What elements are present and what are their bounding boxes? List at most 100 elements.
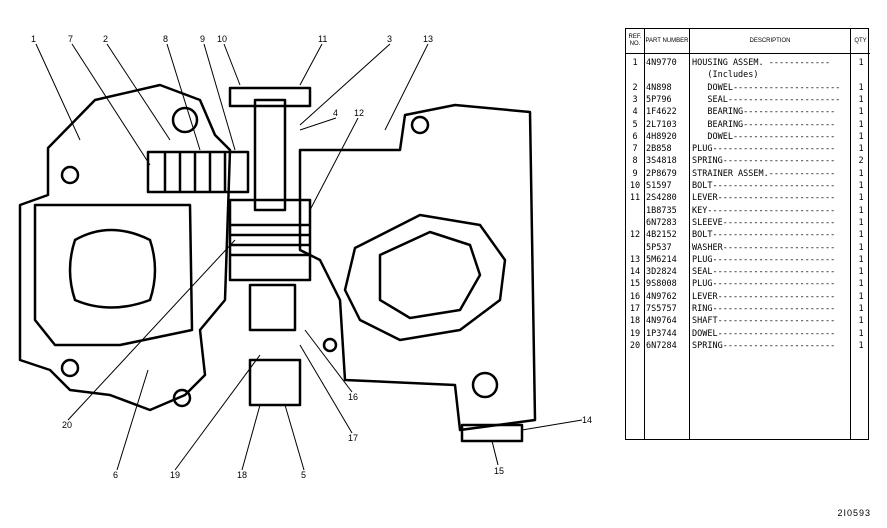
spring-coils — [230, 223, 310, 257]
ref-cell: 1 — [632, 58, 638, 68]
description-cell: BOLT------------------------ — [692, 181, 836, 191]
part-number-cell: 4N9770 — [646, 58, 677, 68]
callout-8: 8 — [163, 34, 168, 44]
part-number-cell: 5P796 — [646, 94, 672, 105]
housing-outline — [18, 83, 232, 412]
qty-cell: 1 — [858, 94, 864, 105]
table-row: 20 6N7284 SPRING---------------------- 1 — [626, 340, 870, 352]
ref-cell: 8 — [632, 156, 638, 167]
callout-10: 10 — [217, 34, 227, 44]
strainer — [146, 150, 250, 194]
callout-18: 18 — [237, 470, 247, 480]
qty-cell: 1 — [858, 328, 864, 339]
ref-cell: 14 — [629, 267, 641, 278]
description-cell: BEARING------------------ — [692, 119, 836, 130]
right-gasket — [343, 213, 507, 342]
callout-13: 13 — [423, 34, 433, 44]
ref-cell: 17 — [629, 304, 641, 314]
callout-12: 12 — [354, 108, 364, 118]
description-cell: DOWEL----------------------- — [692, 328, 836, 339]
header-qty: QTY — [851, 29, 870, 54]
description-cell: DOWEL--------------------- — [692, 82, 841, 93]
bottom-bearing — [248, 358, 302, 407]
description-cell: RING------------------------ — [692, 304, 836, 314]
boss-left-bottom — [60, 358, 80, 378]
table-row: (Includes) — [626, 69, 870, 81]
qty-cell: 1 — [858, 254, 864, 265]
header-part-number: PART NUMBER — [645, 29, 689, 54]
gasket-outline — [33, 203, 194, 347]
callout-20: 20 — [62, 420, 72, 430]
description-cell: LEVER----------------------- — [692, 193, 836, 204]
table-row: 3 5P796 SEAL---------------------- 1 — [626, 94, 870, 106]
ref-cell: 10 — [629, 181, 641, 191]
ref-cell: 12 — [629, 230, 641, 241]
qty-cell: 1 — [858, 230, 864, 241]
boss-top — [171, 106, 199, 134]
ref-cell: 16 — [629, 291, 641, 302]
part-number-cell: 4B2152 — [646, 230, 677, 241]
ref-cell: 3 — [632, 94, 638, 105]
callout-15: 15 — [494, 466, 504, 476]
part-number-cell: 3D2824 — [646, 267, 677, 278]
qty-cell: 1 — [858, 144, 864, 155]
qty-cell: 1 — [858, 217, 864, 228]
callout-17: 17 — [348, 433, 358, 443]
qty-cell: 1 — [858, 291, 864, 302]
part-number-cell: 2L7103 — [646, 119, 677, 130]
qty-cell: 1 — [858, 181, 864, 191]
qty-cell: 1 — [858, 279, 864, 290]
description-cell: SEAL---------------------- — [692, 94, 841, 105]
qty-cell: 1 — [858, 340, 864, 351]
ref-cell: 9 — [632, 168, 638, 179]
ref-cell: 4 — [632, 107, 638, 118]
callout-11: 11 — [318, 34, 327, 44]
boss-right-bottom — [471, 371, 499, 399]
callout-5: 5 — [301, 470, 306, 480]
description-cell: SPRING---------------------- — [692, 340, 836, 351]
part-number-cell: 1F4622 — [646, 107, 677, 118]
callout-2: 2 — [103, 34, 108, 44]
ref-cell: 19 — [629, 328, 641, 339]
qty-cell: 1 — [858, 107, 864, 118]
ref-cell: 20 — [629, 340, 641, 351]
qty-cell: 1 — [858, 168, 864, 179]
figure-number: 2I0593 — [837, 508, 871, 518]
bearing-block — [228, 198, 312, 282]
ref-cell: 7 — [632, 144, 638, 155]
qty-cell: 1 — [858, 58, 864, 68]
description-cell: SPRING---------------------- — [692, 156, 836, 167]
qty-cell: 1 — [858, 119, 864, 130]
qty-cell: 1 — [858, 316, 864, 327]
ref-cell: 15 — [629, 279, 641, 290]
right-housing-outline — [298, 103, 537, 432]
part-number-cell: 6N7283 — [646, 217, 677, 228]
part-number-cell: 6N7284 — [646, 340, 677, 351]
part-number-cell: 5P537 — [646, 242, 672, 253]
part-number-cell: 2B858 — [646, 144, 672, 155]
part-number-cell: 4H8920 — [646, 131, 677, 142]
strainer-coils — [163, 152, 227, 192]
top-lever — [228, 86, 312, 108]
qty-cell: 1 — [858, 205, 864, 216]
description-cell: KEY------------------------- — [692, 205, 836, 216]
center-shaft — [253, 98, 287, 212]
description-cell: STRAINER ASSEM.------------- — [692, 168, 836, 179]
ref-cell: 18 — [629, 316, 641, 327]
callout-6: 6 — [113, 470, 118, 480]
